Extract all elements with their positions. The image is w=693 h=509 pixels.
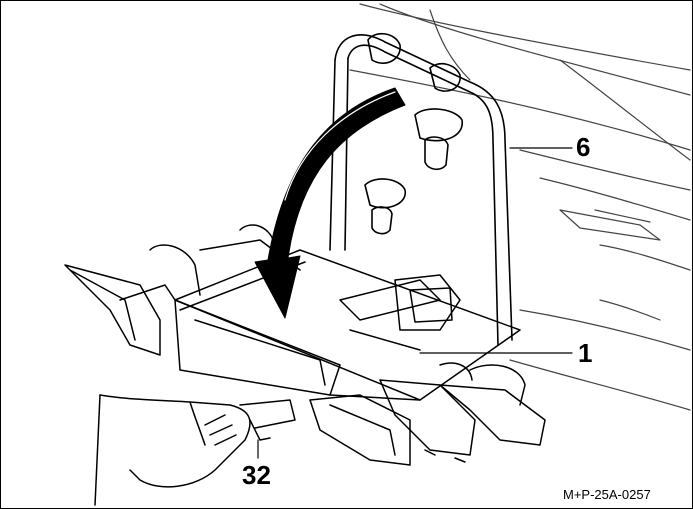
carrier-platform (174, 249, 521, 401)
leader-lines (257, 147, 573, 459)
foot-pedal (94, 394, 296, 506)
callout-32: 32 (242, 460, 271, 490)
frame-bar (329, 32, 513, 346)
figure-reference: M+P-25A-0257 (563, 487, 651, 502)
car-rear (349, 3, 691, 411)
callout-6: 6 (576, 132, 591, 162)
wheel-holder-left (64, 224, 301, 356)
wheel-holder-right (309, 362, 546, 466)
callout-1: 1 (578, 338, 593, 368)
fold-arrow (254, 87, 406, 319)
